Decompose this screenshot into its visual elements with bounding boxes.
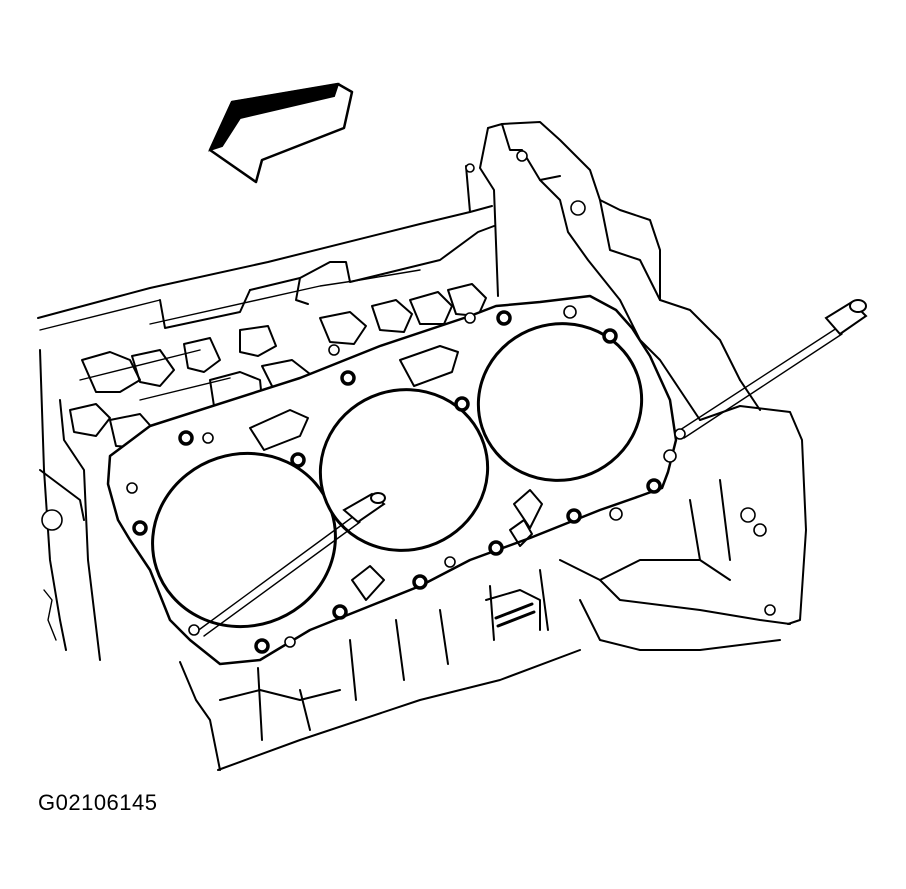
dowel-pin-left — [188, 492, 386, 637]
figure-id-label: G02106145 — [38, 790, 158, 815]
front-direction-arrow-icon — [208, 82, 354, 184]
cylinder-bore-3 — [476, 322, 644, 482]
port-openings — [69, 269, 487, 449]
dowel-pin-right — [674, 299, 868, 440]
